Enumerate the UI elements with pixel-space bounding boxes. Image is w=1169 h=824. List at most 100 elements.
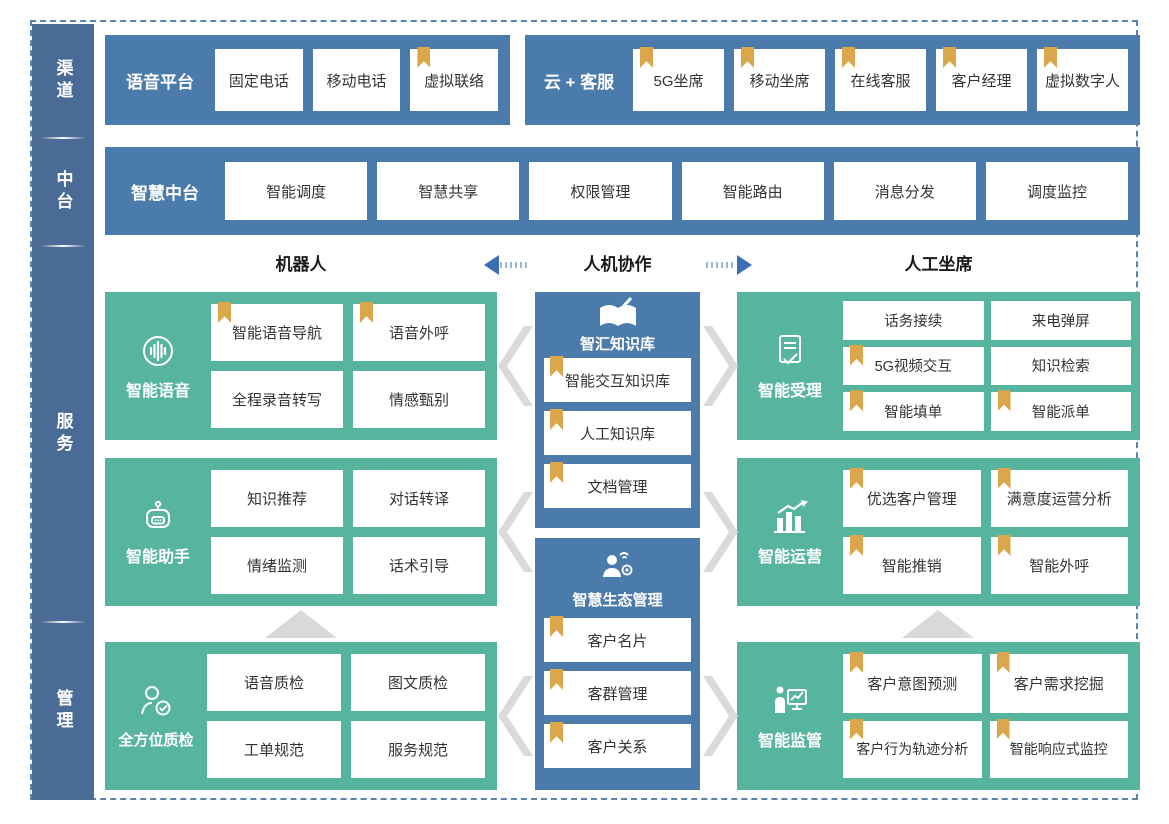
rail-section-middle: 中台 [32,138,94,246]
bookmark-icon [218,302,231,323]
middle-item: 消息分发 [833,162,976,220]
bookmark-icon [550,669,563,690]
bookmark-icon [360,302,373,323]
channel-item: 移动电话 [312,49,401,111]
ecosystem-management-block: 智慧生态管理 客户名片 客群管理 客户关系 [535,538,700,790]
item-label: 智能调度 [266,183,327,201]
item-label: 调度监控 [1026,183,1087,201]
middle-item: 权限管理 [529,162,672,220]
item-label: 客户需求挖掘 [1013,675,1104,693]
rail-divider [40,137,86,139]
bookmark-icon [943,47,956,68]
capability-item: 客户行为轨迹分析 [843,718,982,778]
item-label: 虚拟联络 [424,72,485,90]
knowledge-item: 人工知识库 [544,409,691,455]
flow-up-triangle-icon [265,610,337,638]
agent-column-header: 人工坐席 [904,255,973,274]
middle-item: 智慧共享 [377,162,520,220]
item-label: 知识推荐 [246,491,307,508]
voice-wave-icon [139,332,177,370]
item-label: 5G视频交互 [874,359,952,376]
item-label: 智慧共享 [418,183,479,201]
ecosystem-item: 客户关系 [544,722,691,768]
item-label: 图文质检 [387,675,448,692]
channel-item: 客户经理 [936,47,1027,111]
block-title: 智能语音 [125,382,190,400]
capability-item: 话务接续 [843,301,984,340]
flow-chevron-left-icon [497,676,535,756]
channel-item: 虚拟数字人 [1037,47,1128,111]
bookmark-icon [741,47,754,68]
item-label: 智能响应式监控 [1009,741,1108,758]
collab-center-header: 人机协作 [583,255,652,274]
smart-voice-block: 智能语音 智能语音导航 语音外呼 全程录音转写 情感甄别 [105,292,497,440]
block-title: 智能助手 [125,548,190,566]
item-label: 在线客服 [850,72,911,90]
growth-chart-icon [770,498,810,536]
bookmark-icon [997,390,1011,412]
rail-section-service: 服务 [32,246,94,622]
bookmark-icon [997,468,1011,489]
item-label: 服务规范 [387,742,448,759]
band-title: 语音平台 [126,72,194,92]
item-label: 情绪监测 [246,558,307,575]
capability-item: 智能填单 [843,390,984,431]
cloud-service-band: 云 + 客服 5G坐席 移动坐席 在线客服 客户经理 虚拟数字人 [525,35,1140,125]
capability-item: 语音质检 [207,654,341,711]
channel-item: 移动坐席 [734,47,825,111]
bookmark-icon [996,718,1010,740]
flow-chevron-right-icon [701,326,739,406]
item-label: 工单规范 [243,742,304,759]
item-label: 客户名片 [587,632,648,650]
dashed-arrow-right-icon [737,255,752,275]
item-label: 移动坐席 [749,72,810,90]
item-label: 知识检索 [1031,359,1090,376]
bookmark-icon [850,390,863,412]
knowledge-book-icon [596,296,640,330]
rail-divider [40,245,86,247]
bookmark-icon [550,616,563,637]
item-label: 移动电话 [326,72,387,90]
ecosystem-item: 客户名片 [544,616,691,662]
robot-column-header: 机器人 [275,255,327,274]
capability-item: 服务规范 [351,721,485,778]
item-label: 话术引导 [388,558,449,575]
capability-item: 知识推荐 [211,470,343,527]
block-title: 全方位质检 [118,732,194,749]
item-label: 5G坐席 [653,72,704,90]
block-title: 智能受理 [757,382,822,400]
item-label: 客户经理 [951,72,1012,90]
capability-item: 智能推销 [843,535,981,594]
quality-inspection-block: 全方位质检 语音质检 图文质检 工单规范 服务规范 [105,642,497,790]
rail-label: 渠道 [53,59,73,103]
dashed-arrow-right-tail [706,262,736,268]
smart-acceptance-block: 智能受理 话务接续 来电弹屏 5G视频交互 知识检索 智能填单 智能派单 [737,292,1140,440]
bookmark-icon [550,409,563,430]
item-label: 满意度运营分析 [1006,491,1112,508]
capability-item: 智能响应式监控 [989,718,1128,778]
bookmark-icon [850,344,863,366]
smart-operation-block: 智能运营 优选客户管理 满意度运营分析 智能推销 智能外呼 [737,458,1140,606]
item-label: 智能路由 [722,183,783,201]
item-label: 智能语音导航 [231,325,322,342]
item-label: 智能填单 [884,405,943,422]
item-label: 客户行为轨迹分析 [856,741,969,758]
capability-item: 满意度运营分析 [990,468,1128,527]
capability-item: 对话转译 [353,470,485,527]
item-label: 语音质检 [243,675,304,692]
flow-chevron-left-icon [497,492,535,572]
bookmark-icon [850,468,863,489]
item-label: 客群管理 [587,685,648,703]
item-label: 对话转译 [388,491,449,508]
channel-item: 固定电话 [215,49,303,111]
band-title: 智慧中台 [131,183,199,203]
item-label: 客户关系 [587,738,648,756]
item-label: 优选客户管理 [866,491,957,508]
bookmark-icon [417,47,431,68]
flow-chevron-right-icon [701,676,739,756]
rail-section-channel: 渠道 [32,24,94,138]
item-label: 固定电话 [228,72,289,90]
channel-item: 虚拟联络 [410,47,499,111]
block-title: 智能监管 [757,732,822,750]
